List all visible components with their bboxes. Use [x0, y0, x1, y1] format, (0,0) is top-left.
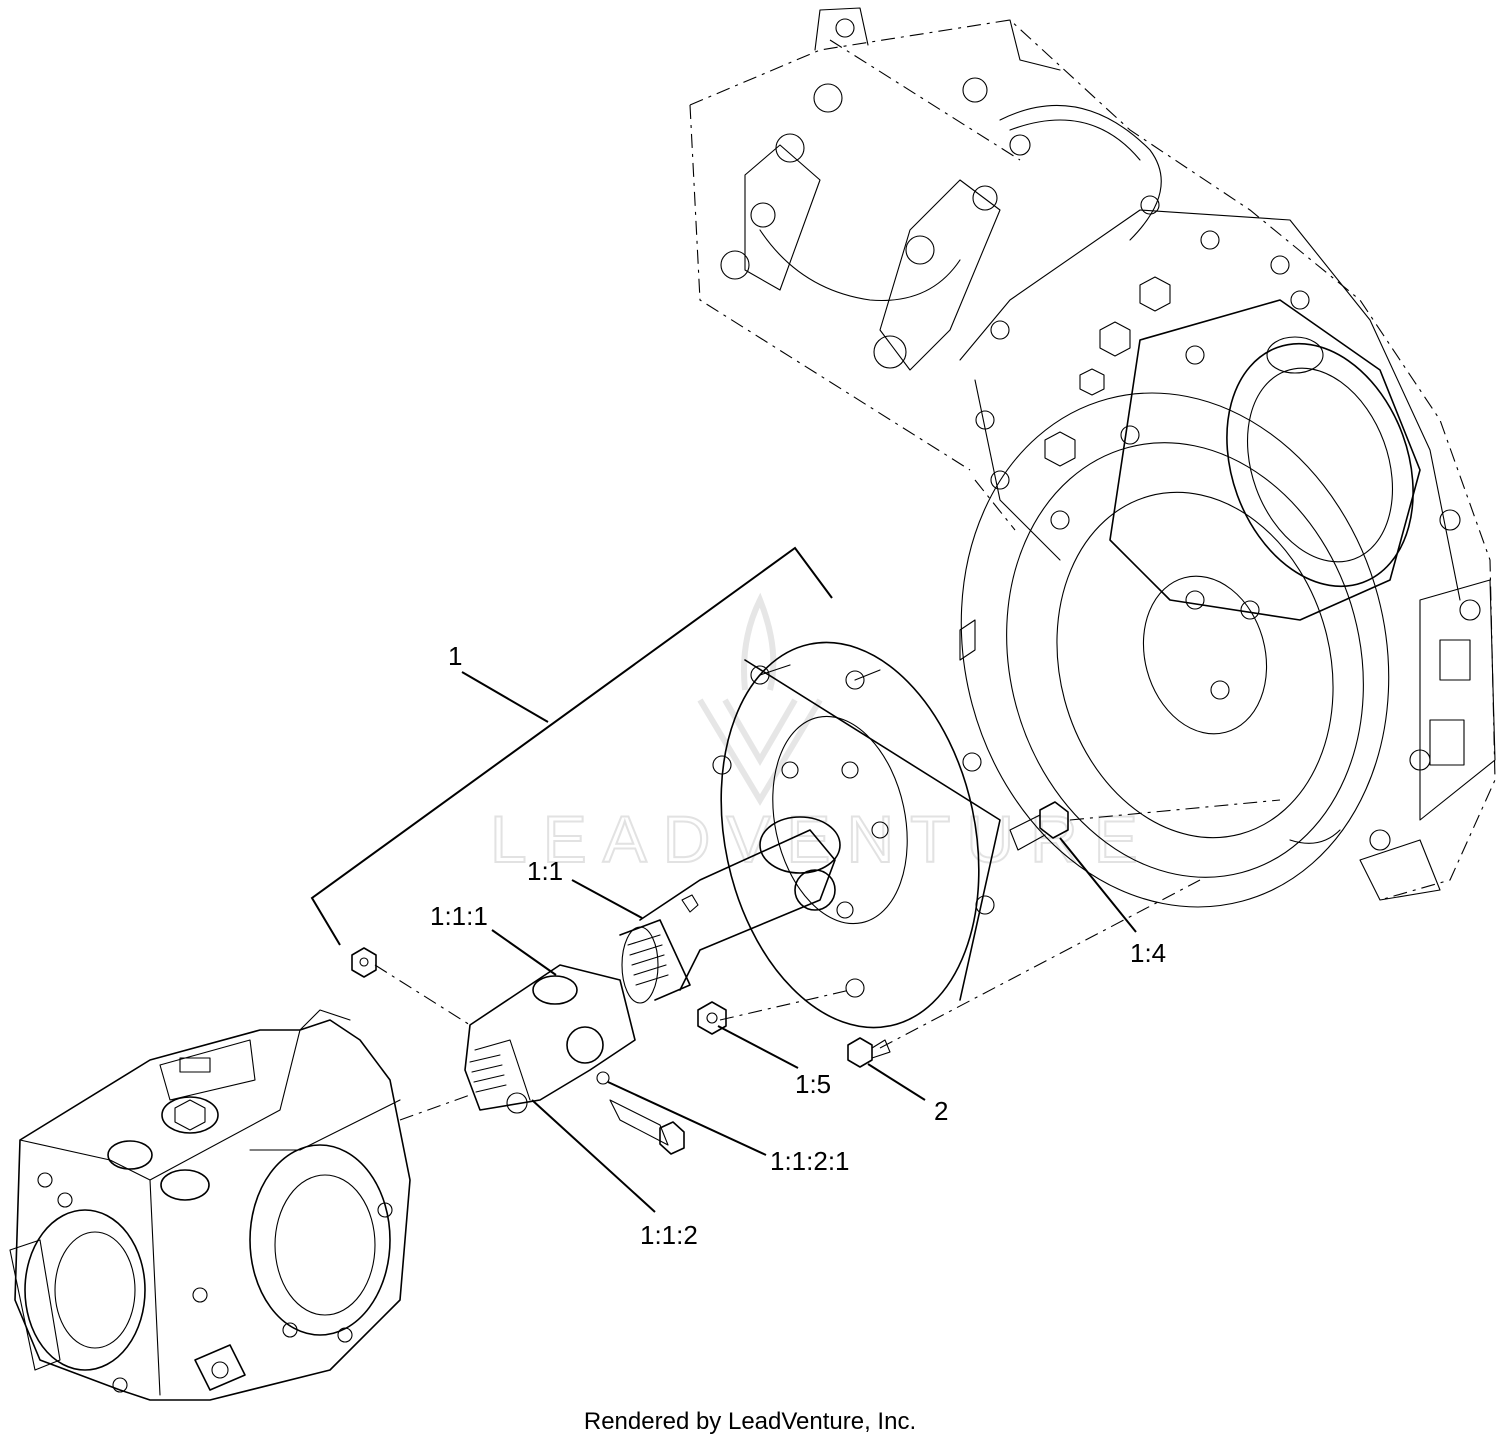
watermark: LEADVENTURE [489, 592, 1154, 877]
callouts: 1 1:1 1:1:1 1:4 1:5 2 1:1:2:1 1:1:2 [430, 641, 1166, 1250]
u-joint-yoke [464, 964, 636, 1114]
callout-1-1: 1:1 [527, 856, 563, 886]
watermark-logo-icon [697, 592, 823, 806]
engine-housing [689, 7, 1496, 908]
hydraulic-pump [9, 1009, 411, 1401]
clamp-bolt [609, 1099, 685, 1155]
nut-1-5 [697, 1001, 727, 1035]
assembly-bracket [310, 546, 833, 946]
callout-1-5: 1:5 [795, 1069, 831, 1099]
driveshaft [619, 816, 841, 1004]
starter-motor [1109, 299, 1421, 621]
callout-1-1-1: 1:1:1 [430, 901, 488, 931]
small-nut [351, 947, 377, 978]
callout-2: 2 [934, 1096, 948, 1126]
render-credit: Rendered by LeadVenture, Inc. [583, 1408, 917, 1435]
leader-lines [461, 671, 1137, 1213]
coupler-plate [712, 641, 1001, 1029]
bolt-1-4 [1009, 801, 1069, 851]
watermark-text: LEADVENTURE [490, 802, 1154, 876]
callout-1-1-2: 1:1:2 [640, 1220, 698, 1250]
callout-1: 1 [448, 641, 462, 671]
callout-1-1-2-1: 1:1:2:1 [770, 1146, 850, 1176]
bolt-2 [847, 1037, 891, 1068]
callout-1-4: 1:4 [1130, 938, 1166, 968]
assembly-centerlines [374, 479, 1281, 1121]
